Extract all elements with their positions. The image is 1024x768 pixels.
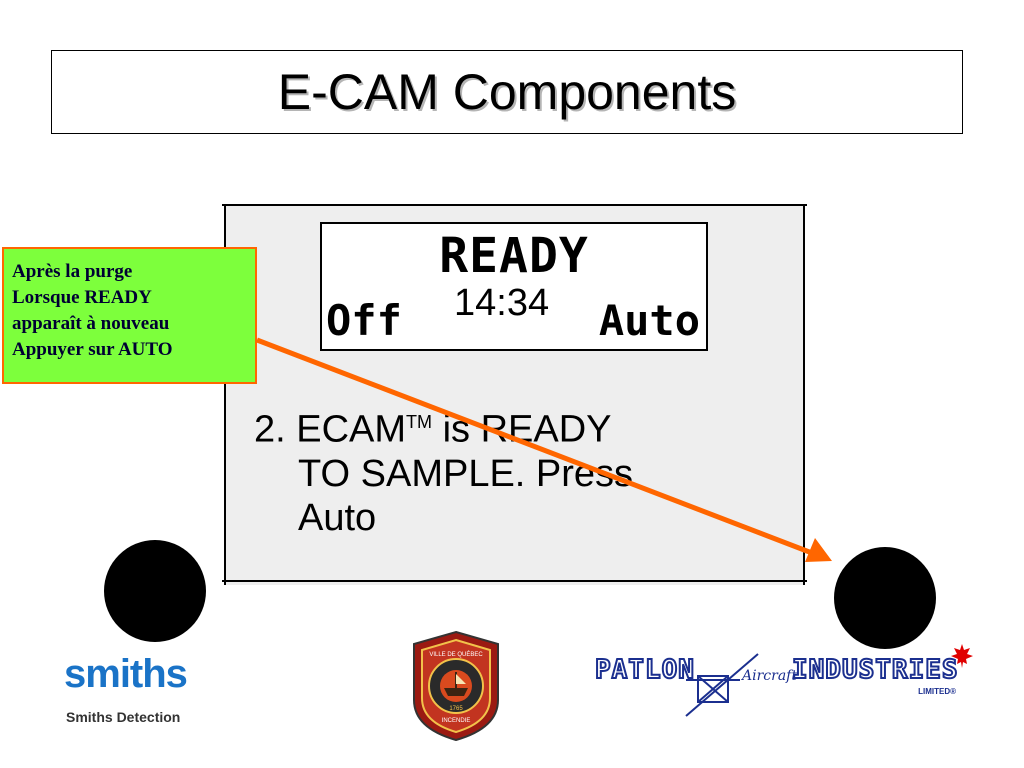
maple-leaf-icon xyxy=(951,644,973,668)
smiths-logo: smiths xyxy=(64,652,188,696)
note-line: Après la purge xyxy=(12,261,133,282)
note-line: apparaît à nouveau xyxy=(12,313,170,334)
step-line2: TO SAMPLE. Press xyxy=(298,452,634,495)
panel-top-border xyxy=(222,204,807,206)
patlon-limited-text: LIMITED® xyxy=(918,687,956,696)
badge-year-text: 1765 xyxy=(449,706,463,712)
badge-bottom-text: INCENDIE xyxy=(442,718,471,724)
step-line1-prefix: 2. ECAM xyxy=(254,408,407,451)
note-line: Appuyer sur AUTO xyxy=(12,339,173,360)
step-instruction: 2. ECAMTM is READY TO SAMPLE. Press Auto xyxy=(254,400,734,540)
lcd-status: READY xyxy=(439,228,589,284)
note-line: Lorsque READY xyxy=(12,287,152,308)
patlon-left-text: PATLON xyxy=(595,655,695,685)
lcd-auto-label: Auto xyxy=(598,296,700,345)
step-line3: Auto xyxy=(298,496,377,539)
right-black-circle xyxy=(834,547,936,649)
patlon-script-text: Aircraft xyxy=(740,668,797,684)
badge-top-text: VILLE DE QUÉBEC xyxy=(429,651,483,658)
lcd-display: READY Off 14:34 Auto xyxy=(320,222,708,351)
slide-title: E-CAM Components xyxy=(277,64,737,120)
title-box: E-CAM Components xyxy=(51,50,963,134)
lcd-time: 14:34 xyxy=(454,282,550,324)
patlon-industries-logo: PATLON Aircraft INDUSTRIES LIMITED® xyxy=(594,644,973,717)
panel-bottom-border xyxy=(222,580,807,582)
smiths-detection-label: Smiths Detection xyxy=(66,709,181,725)
quebec-fire-badge-icon: VILLE DE QUÉBEC 1765 INCENDIE xyxy=(413,630,499,742)
trademark-symbol: TM xyxy=(406,412,433,432)
patlon-right-text: INDUSTRIES xyxy=(792,655,959,685)
left-black-circle xyxy=(104,540,206,642)
callout-note: Après la purge Lorsque READY apparaît à … xyxy=(2,247,257,384)
lcd-off-label: Off xyxy=(326,296,402,345)
